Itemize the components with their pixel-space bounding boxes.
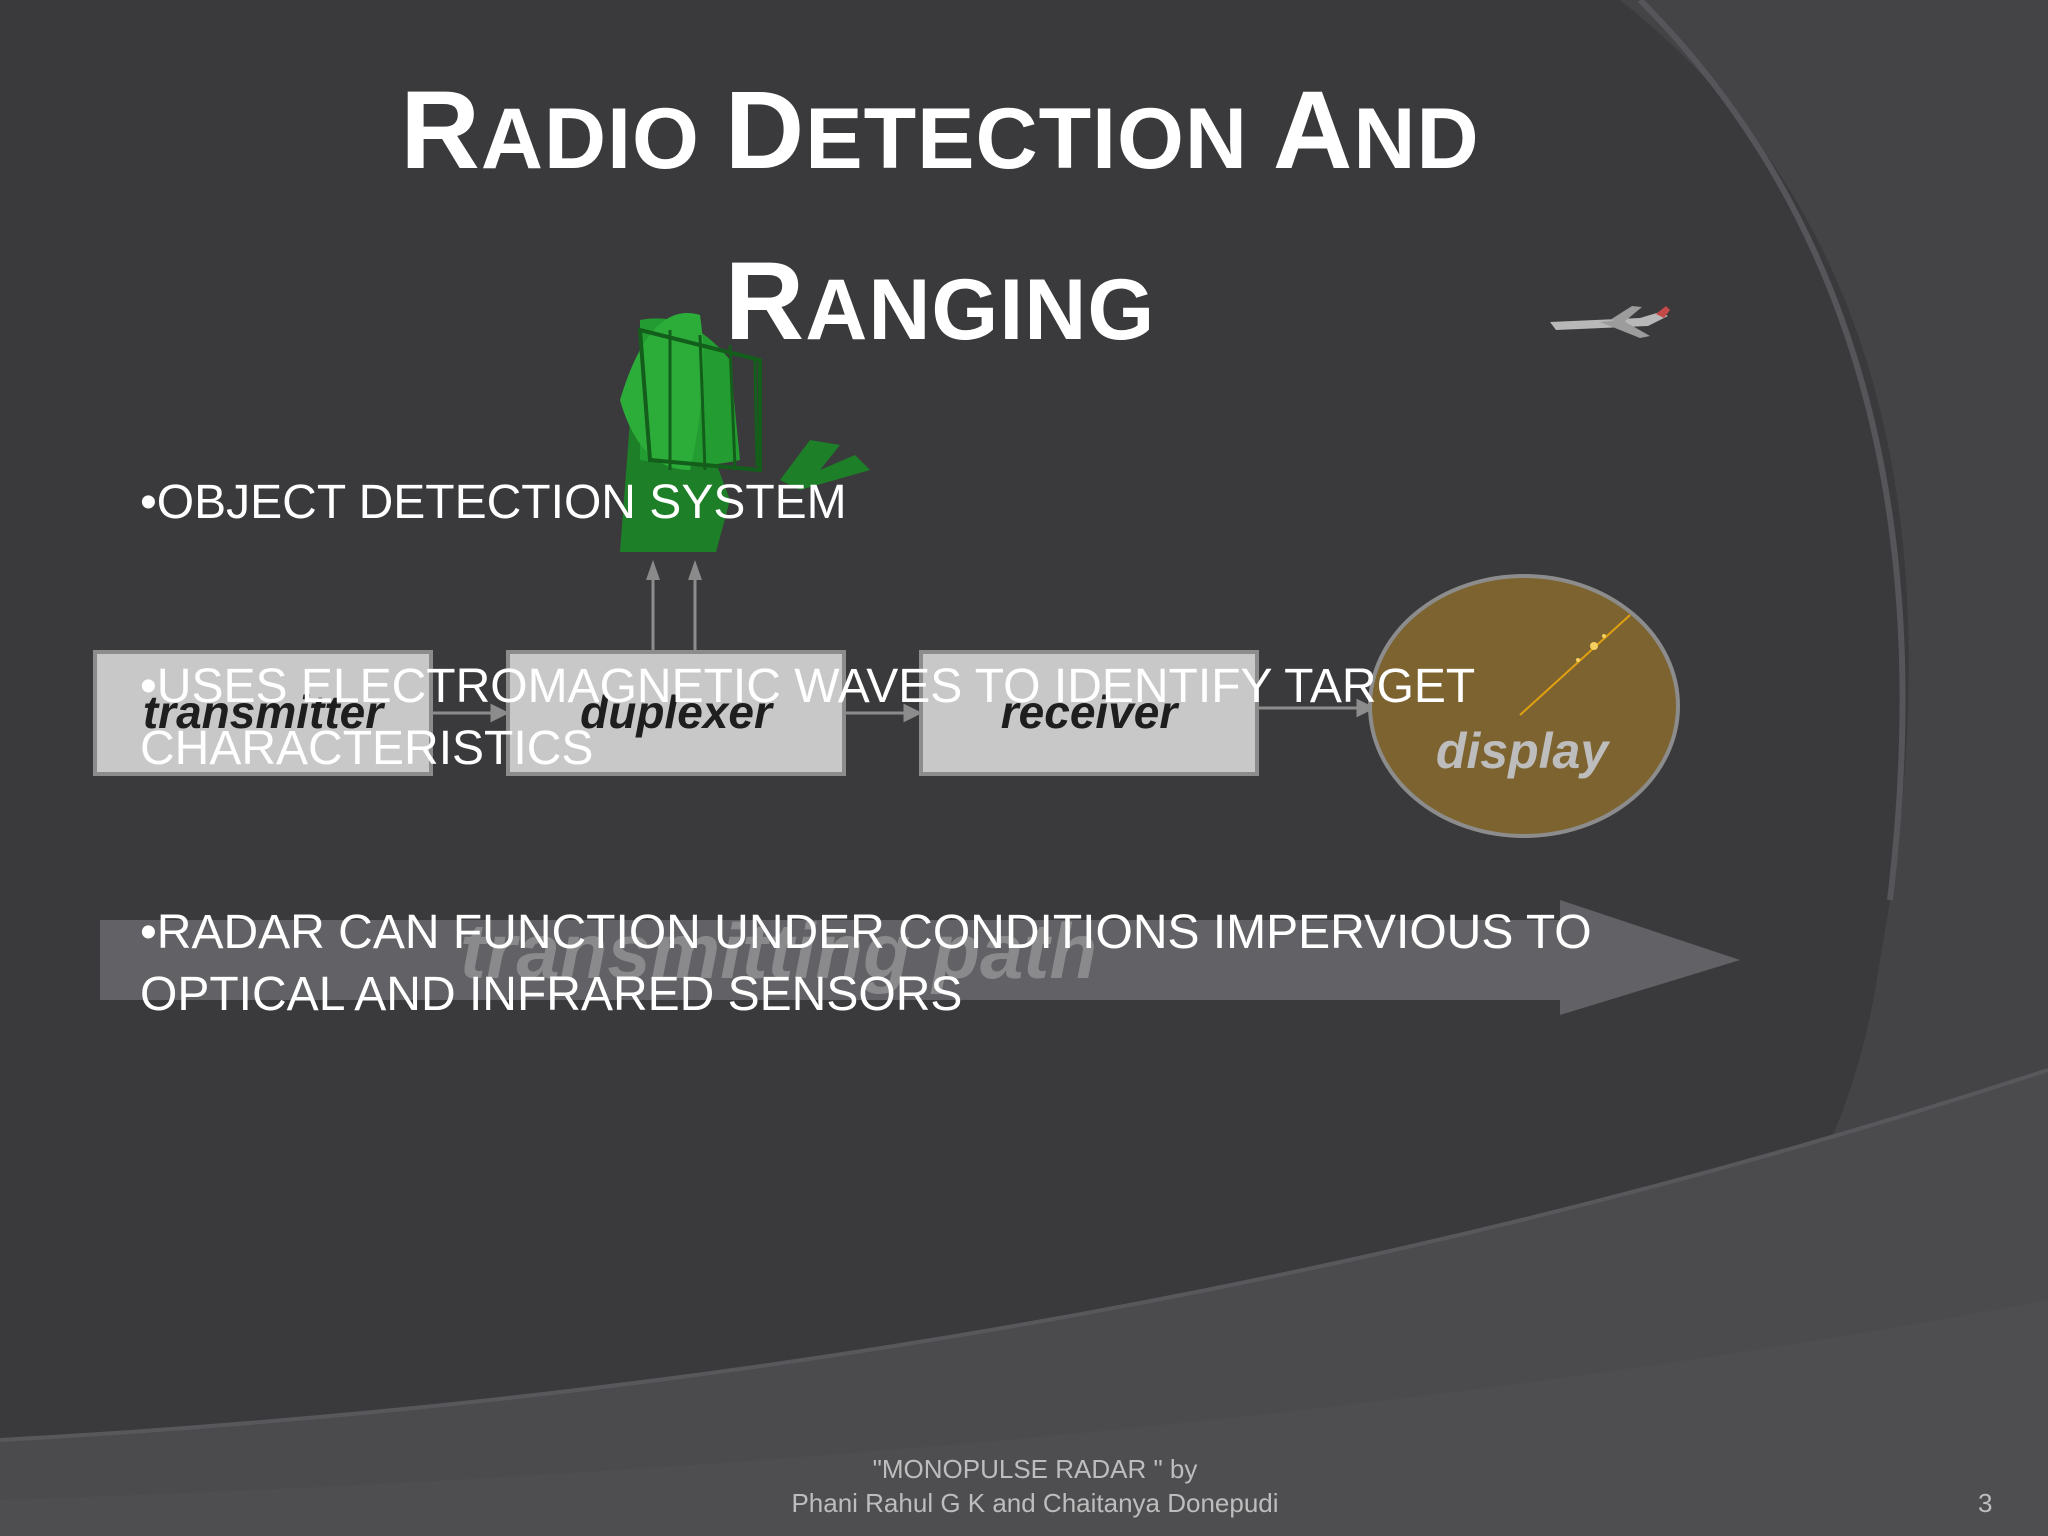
title-word: D <box>724 69 806 192</box>
transmitting-path-arrow: transmitting path <box>100 900 1740 1015</box>
slide-title: RADIO DETECTION AND RANGING <box>220 62 1660 404</box>
title-word: R <box>400 69 481 192</box>
transmitter-block: transmitter <box>93 650 433 776</box>
display-label: display <box>1436 723 1610 779</box>
bullet-electromagnetic-waves: •USES ELECTROMAGNETIC WAVES TO IDENTIFY … <box>140 660 1476 713</box>
title-word: ANGING <box>805 262 1156 358</box>
transmitting-path-label: transmitting path <box>460 907 1097 995</box>
receiver-block: receiver <box>919 650 1259 776</box>
footer-title: "MONOPULSE RADAR " by <box>872 1454 1198 1484</box>
transmitter-label: transmitter <box>143 686 385 738</box>
duplexer-block: duplexer <box>506 650 846 776</box>
title-word: ETECTION <box>805 91 1273 187</box>
title-word: ND <box>1353 91 1480 187</box>
title-word: A <box>1272 69 1354 192</box>
bullet-object-detection: •OBJECT DETECTION SYSTEM <box>140 476 847 529</box>
bullet-electromagnetic-waves-cont: CHARACTERISTICS <box>140 722 594 775</box>
title-line-1: RADIO DETECTION AND <box>220 62 1660 233</box>
duplexer-label: duplexer <box>580 686 774 738</box>
airplane-icon <box>1550 306 1670 338</box>
title-word: ADIO <box>480 91 725 187</box>
bullet-impervious-conditions-cont: OPTICAL AND INFRARED SENSORS <box>140 968 963 1021</box>
receiver-label: receiver <box>1001 686 1180 738</box>
block-connectors <box>431 580 1376 723</box>
bullet-impervious-conditions: •RADAR CAN FUNCTION UNDER CONDITIONS IMP… <box>140 906 1592 959</box>
footer-authors: Phani Rahul G K and Chaitanya Donepudi <box>791 1488 1279 1518</box>
display-scope: display <box>1368 574 1680 838</box>
radar-antenna-icon <box>620 313 870 580</box>
title-line-2: RANGING <box>220 233 1660 404</box>
title-word: R <box>724 240 806 363</box>
page-number: 3 <box>1978 1488 1993 1518</box>
slide-footer: "MONOPULSE RADAR " by Phani Rahul G K an… <box>700 1452 1370 1520</box>
